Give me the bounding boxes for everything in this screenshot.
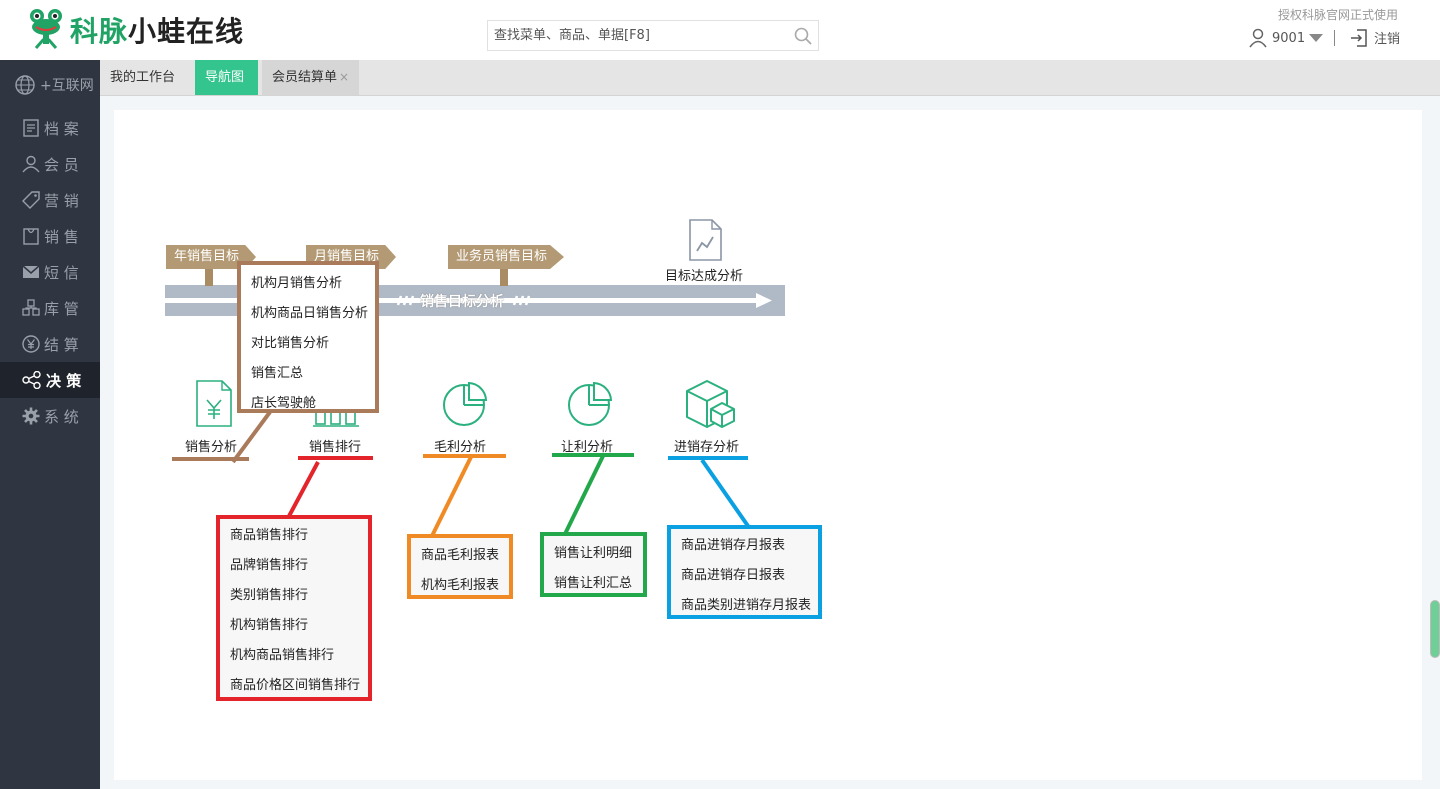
flag-label: 业务员销售目标 [456,249,548,264]
chevron-down-icon[interactable] [1309,34,1324,42]
brand-dark: 小蛙在线 [128,15,245,48]
sidebar-item-system[interactable]: 系 统 [0,398,100,434]
frog-logo-icon [30,9,62,49]
global-search[interactable] [487,20,819,51]
menu-item[interactable]: 对比销售分析 [251,336,330,351]
menu-item[interactable]: 商品进销存月报表 [681,538,786,553]
sales-ranking-menu: 商品销售排行 品牌销售排行 类别销售排行 机构销售排行 机构商品销售排行 商品价… [216,515,372,701]
menu-item[interactable]: 机构销售排行 [230,618,309,633]
brand-green: 科脉 [70,15,129,48]
menu-item[interactable]: 商品价格区间销售排行 [230,678,361,693]
stock-menu: 商品进销存月报表 商品进销存日报表 商品类别进销存月报表 [667,525,822,619]
sidebar-item-label: 系 统 [44,407,79,426]
document-icon [23,119,39,137]
sidebar-item-label: 短 信 [44,263,79,282]
tag-icon [22,191,40,209]
sidebar-item-settlement[interactable]: 结 算 [0,326,100,362]
sidebar-item-internet[interactable]: +互联网 [0,60,100,110]
menu-item[interactable]: 销售让利明细 [554,546,633,561]
close-icon[interactable]: × [339,70,350,84]
menu-item[interactable]: 机构商品日销售分析 [251,306,369,321]
gear-icon [22,407,40,425]
brand-name: 科脉小蛙在线 [70,10,244,50]
tab-member-settlement[interactable]: 会员结算单× [262,60,360,95]
user-id: 9001 [1272,30,1306,46]
module-sales-ranking[interactable]: 销售排行 [309,440,362,455]
flag-annual-target[interactable]: 年销售目标 [166,245,256,269]
timeline-label[interactable]: 销售目标分析 [420,294,504,310]
menu-item[interactable]: 商品销售排行 [230,528,309,543]
flag-label: 月销售目标 [314,249,380,264]
sidebar-item-member[interactable]: 会 员 [0,146,100,182]
scrollbar-thumb[interactable] [1430,600,1440,658]
logo[interactable]: 科脉小蛙在线 [28,8,244,52]
logout-button[interactable]: 注销 [1350,28,1400,47]
sidebar-item-decision[interactable]: 决 策 [0,362,100,398]
sidebar-item-sales[interactable]: 销 售 [0,218,100,254]
sidebar-item-label: 库 管 [44,299,79,318]
tab-bar: 我的工作台 导航图 会员结算单× [100,60,1440,96]
tab-label: 我的工作台 [110,70,176,85]
globe-icon [15,75,35,95]
authorization-text: 授权科脉官网正式使用 [1277,8,1398,22]
flag-label: 年销售目标 [174,249,240,264]
search-icon[interactable] [794,27,812,45]
share-icon [22,371,41,389]
logout-label: 注销 [1374,32,1401,47]
module-stock[interactable]: 进销存分析 [674,440,740,455]
tab-label: 导航图 [205,70,245,85]
menu-item[interactable]: 销售让利汇总 [554,576,633,591]
yen-icon [22,335,40,353]
user-icon [1249,28,1267,48]
module-gross-profit[interactable]: 毛利分析 [434,440,487,455]
discount-menu: 销售让利明细 销售让利汇总 [540,532,647,597]
sidebar-item-label: 销 售 [44,227,79,246]
module-discount[interactable]: 让利分析 [561,440,614,455]
sidebar-item-label: 营 销 [44,191,79,210]
sidebar-item-sms[interactable]: 短 信 [0,254,100,290]
menu-item[interactable]: 店长驾驶舱 [251,396,317,411]
sidebar: +互联网 档 案 会 员 营 销 销 售 短 信 库 管 结 算 决 策 系 统 [0,60,100,789]
menu-item[interactable]: 类别销售排行 [230,588,309,603]
sidebar-item-label: 结 算 [44,335,79,354]
sidebar-item-label: 档 案 [44,119,79,138]
sidebar-item-label: 决 策 [46,371,82,390]
sidebar-item-archive[interactable]: 档 案 [0,110,100,146]
menu-item[interactable]: 商品进销存日报表 [681,568,786,583]
module-sales-analysis[interactable]: 销售分析 [185,440,238,455]
header: 科脉小蛙在线 授权科脉官网正式使用 9001 注销 [0,0,1440,60]
sidebar-item-label: +互联网 [40,78,94,94]
flag-salesman-target[interactable]: 业务员销售目标 [448,245,564,269]
menu-item[interactable]: 机构毛利报表 [421,578,500,593]
sidebar-item-marketing[interactable]: 营 销 [0,182,100,218]
user-icon [22,155,40,173]
menu-item[interactable]: 机构商品销售排行 [230,648,335,663]
gross-profit-menu: 商品毛利报表 机构毛利报表 [407,534,513,599]
user-menu[interactable]: 9001 [1248,28,1324,48]
menu-item[interactable]: 品牌销售排行 [230,558,309,573]
sidebar-item-inventory[interactable]: 库 管 [0,290,100,326]
header-divider [1334,30,1335,46]
tab-label: 会员结算单 [272,70,338,85]
bag-icon [23,228,39,245]
menu-item[interactable]: 商品毛利报表 [421,548,500,563]
search-input[interactable] [494,28,784,43]
sidebar-item-label: 会 员 [44,155,79,174]
tab-workbench[interactable]: 我的工作台 [100,60,186,95]
logout-icon [1351,28,1367,47]
tab-navigation-map[interactable]: 导航图 [195,60,258,95]
menu-item[interactable]: 商品类别进销存月报表 [681,598,812,613]
menu-item[interactable]: 机构月销售分析 [251,276,343,291]
mail-icon [22,265,40,278]
target-achievement-label[interactable]: 目标达成分析 [665,269,744,284]
sales-analysis-menu: 机构月销售分析 机构商品日销售分析 对比销售分析 销售汇总 店长驾驶舱 [237,261,379,413]
boxes-icon [22,299,40,316]
menu-item[interactable]: 销售汇总 [251,366,304,381]
